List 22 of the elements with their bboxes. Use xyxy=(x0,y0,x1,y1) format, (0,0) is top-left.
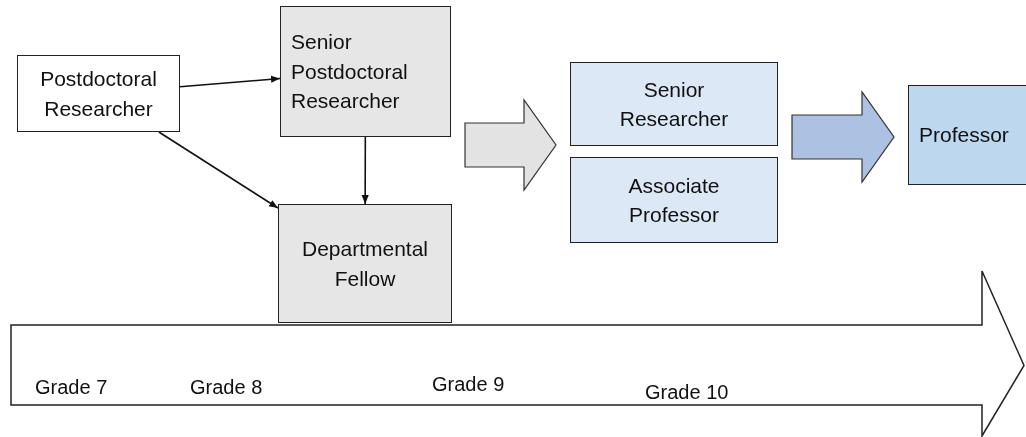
role-box xyxy=(908,85,1026,185)
grade-label: Grade 7 xyxy=(35,375,108,400)
role-title: Senior Postdoctoral Researcher xyxy=(291,29,409,115)
role-title: Senior Researcher xyxy=(618,76,730,132)
block-arrow xyxy=(791,90,895,184)
role-box xyxy=(278,204,452,323)
grade-label: Grade 9 xyxy=(432,372,505,397)
role-box xyxy=(280,6,451,137)
block-arrow xyxy=(464,98,557,192)
role-box xyxy=(17,55,180,132)
role-title: Professor xyxy=(919,122,1010,149)
grade-label: Grade 10 xyxy=(645,380,729,405)
timeline-arrow xyxy=(10,270,1026,437)
role-title: Departmental Fellow xyxy=(300,236,430,292)
role-box xyxy=(570,62,778,146)
arrow xyxy=(158,131,279,209)
role-title: Associate Professor xyxy=(627,172,721,228)
role-box xyxy=(570,157,778,243)
grade-label: Grade 8 xyxy=(190,375,263,400)
arrow xyxy=(179,75,281,88)
role-title: Postdoctoral Researcher xyxy=(39,66,158,122)
arrow xyxy=(361,136,369,205)
